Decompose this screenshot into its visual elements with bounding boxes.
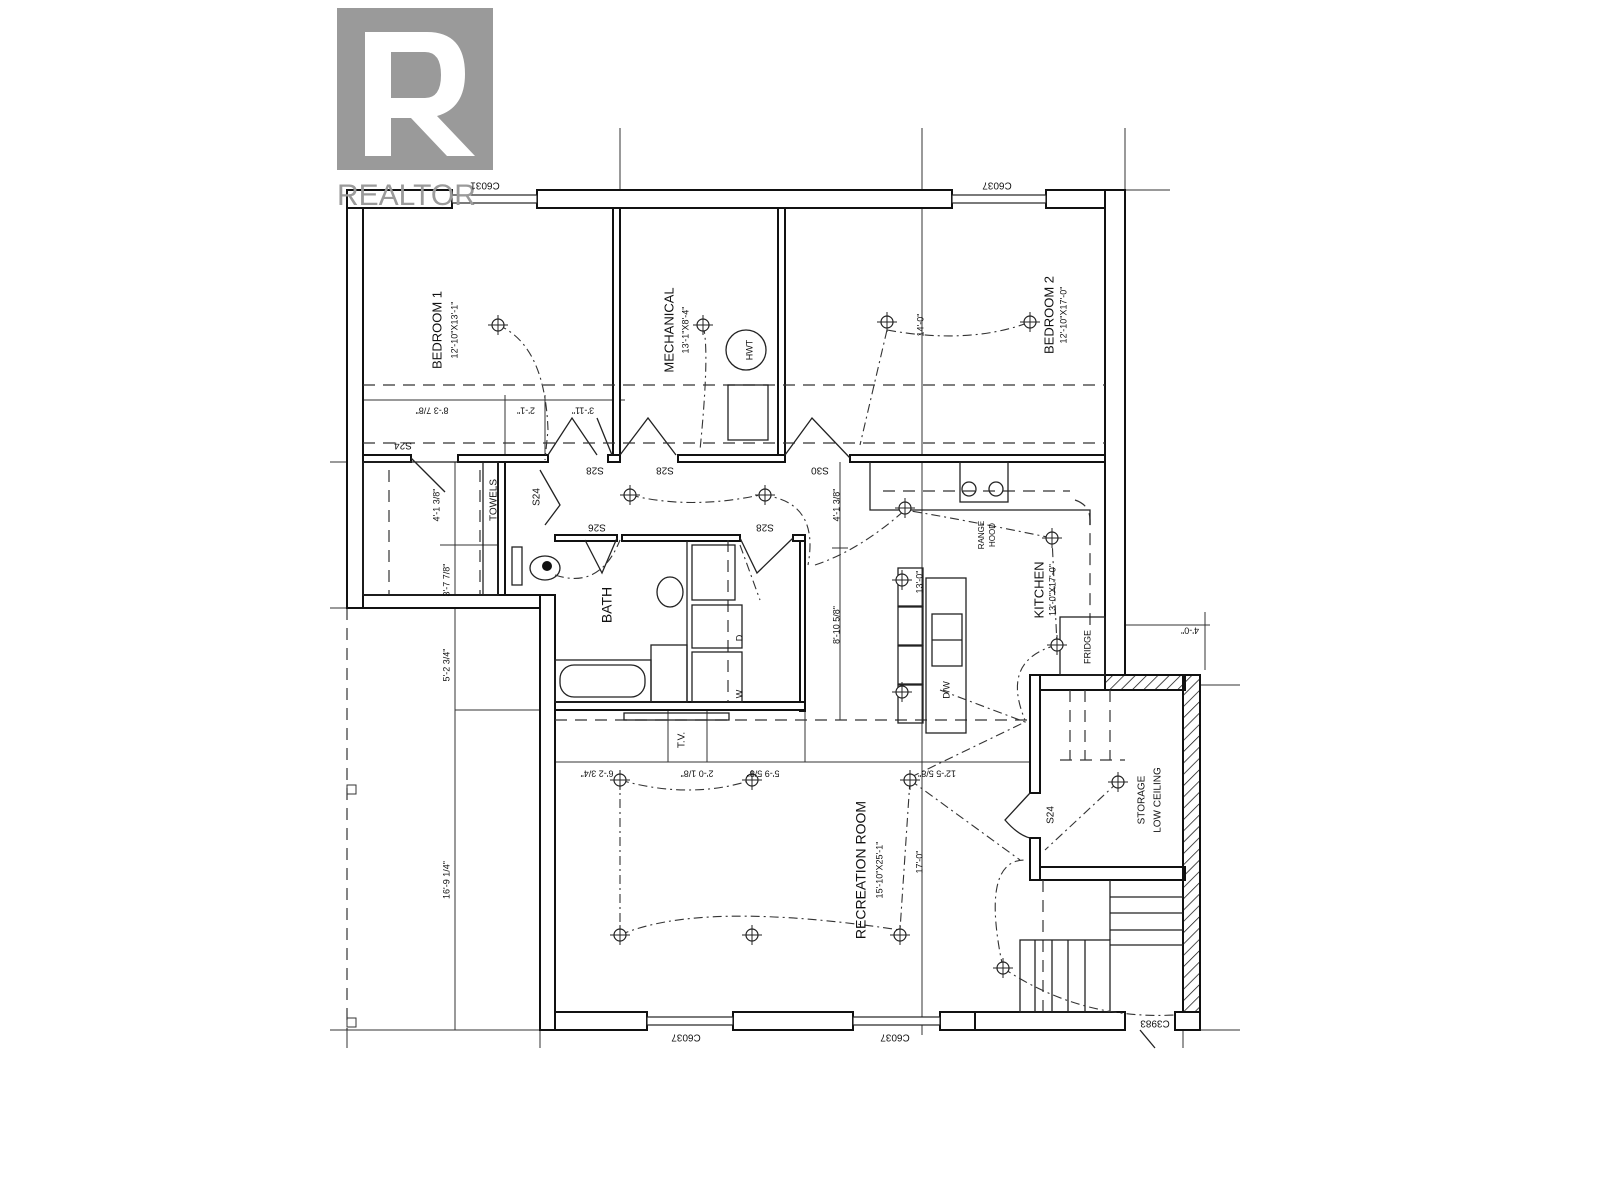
ceiling-light-icon <box>755 485 775 505</box>
windows <box>451 194 1047 1026</box>
door-tag: S24 <box>1046 806 1057 824</box>
towels-label: TOWELS <box>489 479 500 521</box>
door-tag: S26 <box>588 521 606 532</box>
dimension: 8'-10 5/8" <box>831 606 841 644</box>
door-tag: S30 <box>811 464 829 475</box>
door-tag: S28 <box>756 521 774 532</box>
window-tag: C6037 <box>982 179 1012 190</box>
reference-lines <box>330 128 1240 1048</box>
dimension: 4'-1 3/8" <box>431 489 441 522</box>
room-name-bedroom-2: BEDROOM 2 <box>1041 276 1056 354</box>
door-tag: S24 <box>394 439 412 450</box>
ceiling-light-icon <box>900 770 920 790</box>
dimension: 2'-1" <box>517 406 535 416</box>
dimension: 2'-0 1/8" <box>681 769 714 779</box>
storage-label: STORAGE <box>1137 775 1148 824</box>
labels: REALTOR BEDROOM 1 12'-10"X13'-1" MECHANICA… <box>337 179 1199 1042</box>
dimension: 16'-9 1/4" <box>441 861 451 899</box>
ceiling-light-icon <box>1042 528 1062 548</box>
ceiling-light-icon <box>693 315 713 335</box>
dimension: 4'-0" <box>1181 626 1199 636</box>
fixtures <box>362 329 1183 1013</box>
room-name-mechanical: MECHANICAL <box>661 287 676 372</box>
fridge-label: FRIDGE <box>1082 630 1092 664</box>
dimension: 5'-2 3/4" <box>441 649 451 682</box>
ceiling-light-icon <box>610 770 630 790</box>
dimension: 5'-9 5/8" <box>747 769 780 779</box>
ceiling-light-icon <box>1020 312 1040 332</box>
room-size-bedroom-2: 12'-10"X17'-0" <box>1058 287 1068 344</box>
dimension: 13'-0" <box>914 571 924 594</box>
dimension: 8'-3 7/8" <box>416 406 449 416</box>
stairs <box>1019 880 1183 1013</box>
walls <box>346 189 1201 1031</box>
door-tag: S28 <box>656 464 674 475</box>
room-size-kitchen: 13'-0"X17'-0" <box>1047 564 1057 616</box>
door-tag: S24 <box>532 488 543 506</box>
storage-low-ceiling-label: LOW CEILING <box>1153 767 1164 833</box>
ceiling-light-icon <box>1047 635 1067 655</box>
dimension: 3'-7 7/8" <box>441 564 451 597</box>
ceiling-light-icon <box>877 312 897 332</box>
dimension: 14'-0" <box>915 314 925 337</box>
bar-stools <box>897 567 924 724</box>
door-tag: S28 <box>586 464 604 475</box>
doors <box>410 416 1156 1049</box>
range-hood-label: RANGE <box>977 521 986 549</box>
ceiling-light-icon <box>890 925 910 945</box>
ceiling-light-icon <box>488 315 508 335</box>
ceiling-light-icon <box>620 485 640 505</box>
washer-label: W <box>734 689 744 698</box>
window-tag: C3983 <box>1140 1017 1170 1028</box>
tv-label: T.V. <box>677 732 688 748</box>
dimension: 12'-5 5/8" <box>918 769 956 779</box>
dimension: 17'-0" <box>914 851 924 874</box>
ceiling-light-icon <box>892 682 912 702</box>
hwt-label: HWT <box>744 339 754 360</box>
ceiling-light-icon <box>892 570 912 590</box>
realtor-logo-text: REALTOR <box>337 179 476 212</box>
room-name-kitchen: KITCHEN <box>1031 561 1046 618</box>
dimension: 4'-1 3/8" <box>831 489 841 522</box>
dishwasher-label: D/W <box>941 681 951 699</box>
window-tag: C6037 <box>880 1031 910 1042</box>
window-tag: C6037 <box>671 1031 701 1042</box>
ceiling-light-icon <box>742 770 762 790</box>
realtor-logo <box>337 8 493 170</box>
room-name-bath: BATH <box>599 587 615 623</box>
room-size-recreation: 15'-10"X25'-1" <box>874 842 884 899</box>
room-size-bedroom-1: 12'-10"X13'-1" <box>449 302 459 359</box>
range-hood-label-2: HOOD <box>988 523 997 547</box>
ceiling-light-icon <box>1108 772 1128 792</box>
wiring <box>497 321 1176 1016</box>
room-name-recreation: RECREATION ROOM <box>853 801 869 939</box>
room-name-bedroom-1: BEDROOM 1 <box>429 291 444 369</box>
light-fixtures <box>488 312 1128 978</box>
dimension: 6'-2 3/4" <box>581 769 614 779</box>
ceiling-light-icon <box>895 498 915 518</box>
ceiling-light-icon <box>610 925 630 945</box>
dryer-label: D <box>734 634 744 641</box>
ceiling-light-icon <box>993 958 1013 978</box>
window-tag: C6031 <box>470 179 500 190</box>
room-size-mechanical: 13'-1"X8'-4" <box>680 307 690 354</box>
ceiling-light-icon <box>742 925 762 945</box>
dimension: 3'-11" <box>572 406 594 416</box>
